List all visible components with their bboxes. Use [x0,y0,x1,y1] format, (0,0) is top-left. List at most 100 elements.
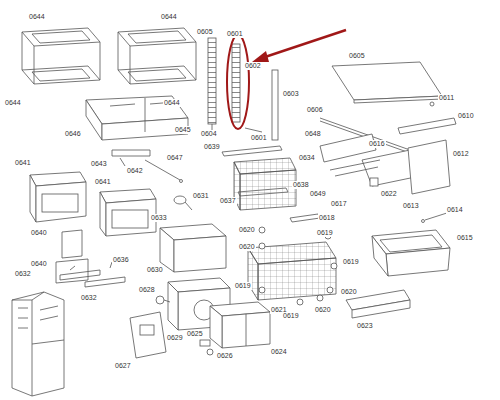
callout-number: 0620 [340,288,358,296]
callout-number: 0647 [166,154,184,162]
cover-plate [130,312,166,358]
callout-number: 0649 [309,190,327,198]
callout-number: 0625 [186,330,204,338]
callout-number: 0624 [270,348,288,356]
wire-basket [240,170,296,210]
ice-scoop [185,202,192,210]
drawer-bin [100,192,106,236]
callout-number: 0629 [166,334,184,342]
slide-rail [85,277,125,287]
callout-number: 0601 [226,30,244,38]
callout-number: 0606 [306,106,324,114]
drawer-bin [30,172,86,222]
callout-number: 0641 [14,159,32,167]
callout-number: 0610 [457,112,475,120]
rail [112,150,150,166]
ice-maker [168,282,178,330]
crisper-cover [86,100,102,140]
callout-number: 0646 [64,130,82,138]
callout-number: 0613 [402,202,420,210]
wire-basket [248,242,336,300]
roller-wheel [327,287,333,293]
callout-number: 0632 [14,270,32,278]
drawer-slide [320,134,450,194]
highlight-ellipse [227,35,249,129]
callout-number: 0643 [90,160,108,168]
drawer-frame [32,69,90,81]
drawer-bin [112,210,148,228]
ice-bin [174,236,226,272]
shelf-rail [232,44,240,122]
auger-part [156,296,170,304]
drawer-frame [22,28,100,84]
callout-number: 0618 [318,214,336,222]
callout-number: 0641 [94,178,112,186]
auger-part [164,300,170,302]
callout-number: 0619 [316,229,334,237]
callout-number: 0620 [238,226,256,234]
drawer-bin [106,199,156,236]
roller-wheel [259,243,265,249]
callout-number: 0637 [219,197,237,205]
drawer-bin [42,194,78,212]
rod [145,160,180,180]
callout-number: 0645 [174,126,192,134]
rod [422,220,425,223]
callout-number: 0623 [356,322,374,330]
drawer-front [56,259,88,283]
wire-basket [234,158,296,210]
callout-number: 0644 [160,13,178,21]
basket-rail [222,146,282,156]
small-part [207,349,213,355]
slide-rail [70,262,112,270]
roller-wheel [317,295,323,301]
drawer-frame [118,28,196,84]
callout-number: 0619 [234,282,252,290]
callout-number: 0630 [146,266,164,274]
callout-number: 0612 [452,150,470,158]
drawer-slide [330,160,380,176]
ice-scoop [174,196,192,210]
callout-number: 0619 [342,258,360,266]
cover-plate [140,325,154,335]
callout-number: 0611 [438,94,455,102]
callout-number: 0619 [282,312,300,320]
callout-number: 0627 [114,362,132,370]
callout-number: 0620 [238,243,256,251]
roller-wheel [297,299,303,305]
drawer-frame [22,28,100,46]
door-tray [352,300,410,318]
rod [145,160,183,183]
small-part [200,340,210,346]
drawer-frame [22,32,100,84]
support-bar [398,102,456,134]
shelf-rail [272,70,278,140]
storage-box [246,314,247,346]
refrigerator-outline [12,292,64,396]
cover-plate [130,312,166,358]
drawer-bin [36,182,86,222]
callout-number: 0644 [28,13,46,21]
callout-number: 0642 [126,167,144,175]
callout-number: 0603 [282,90,300,98]
small-part [200,340,213,355]
drawer-bin [30,175,36,222]
callout-number: 0639 [203,143,221,151]
support-bar [430,102,434,106]
callout-number: 0622 [380,190,398,198]
callout-number: 0636 [112,256,130,264]
auger-part [156,296,164,304]
drawer-front [62,230,82,258]
callout-number: 0620 [314,306,332,314]
pointer-arrow [252,30,346,62]
wire-basket [248,248,258,300]
storage-box [210,306,222,348]
callout-number: 0616 [368,140,386,148]
pointer-arrow [262,30,346,58]
ice-scoop [174,196,186,204]
refrigerator-outline [18,306,58,328]
drawer-frame [118,28,196,46]
drawer-frame [128,69,186,81]
refrigerator-outline [12,292,64,396]
